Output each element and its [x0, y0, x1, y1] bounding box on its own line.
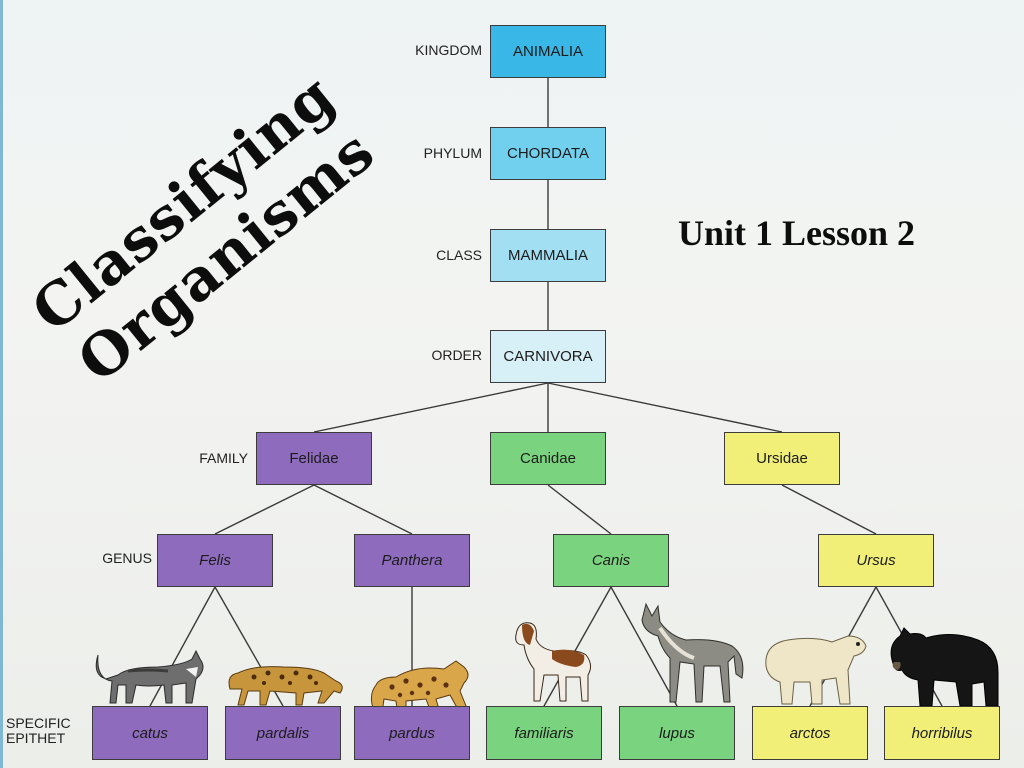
beagle-dog-illustration — [515, 622, 592, 702]
rank-label-genus: GENUS — [102, 550, 152, 566]
link-canis-familiaris — [543, 586, 612, 707]
taxon-kingdom-box: ANIMALIA — [490, 25, 606, 78]
link-ursidae-ursus — [781, 484, 877, 535]
taxon-class-box: MAMMALIA — [490, 229, 606, 282]
gray-wolf-illustration — [641, 602, 744, 703]
taxon-phylum-box: CHORDATA — [490, 127, 606, 180]
link-order-felidae — [313, 382, 549, 433]
link-felidae-felis — [214, 484, 315, 535]
taxon-epithet-pardus-box: pardus — [354, 706, 470, 760]
taxon-family-canidae-box: Canidae — [490, 432, 606, 485]
taxon-epithet-familiaris-box: familiaris — [486, 706, 602, 760]
taxon-genus-felis-box: Felis — [157, 534, 273, 587]
ocelot-illustration — [228, 666, 343, 706]
link-felidae-panthera — [313, 484, 413, 535]
taxon-genus-panthera-box: Panthera — [354, 534, 470, 587]
taxon-epithet-catus-box: catus — [92, 706, 208, 760]
link-felis-catus — [149, 586, 216, 707]
link-order-ursidae — [547, 382, 783, 433]
taxon-epithet-pardalis-box: pardalis — [225, 706, 341, 760]
taxon-epithet-arctos-box: arctos — [752, 706, 868, 760]
taxon-family-ursidae-box: Ursidae — [724, 432, 840, 485]
rank-label-class: CLASS — [436, 247, 482, 263]
rank-label-epithet: SPECIFIC EPITHET — [6, 716, 82, 745]
taxon-family-felidae-box: Felidae — [256, 432, 372, 485]
slide-left-border — [0, 0, 3, 768]
lesson-subtitle: Unit 1 Lesson 2 — [678, 213, 916, 253]
taxon-order-box: CARNIVORA — [490, 330, 606, 383]
rank-label-phylum: PHYLUM — [423, 145, 482, 161]
rank-label-epithet-line-1: SPECIFIC — [6, 715, 71, 731]
taxon-epithet-horribilus-box: horribilus — [884, 706, 1000, 760]
link-canidae-canis — [547, 484, 612, 535]
rank-label-family: FAMILY — [199, 450, 248, 466]
black-bear-illustration — [890, 627, 999, 707]
polar-bear-illustration — [765, 635, 867, 705]
rank-label-kingdom: KINGDOM — [415, 42, 482, 58]
link-canis-lupus — [610, 586, 678, 707]
rank-label-order: ORDER — [431, 347, 482, 363]
taxon-epithet-lupus-box: lupus — [619, 706, 735, 760]
rank-label-epithet-line-2: EPITHET — [6, 729, 66, 746]
taxon-genus-ursus-box: Ursus — [818, 534, 934, 587]
house-cat-illustration — [95, 649, 204, 704]
taxon-genus-canis-box: Canis — [553, 534, 669, 587]
